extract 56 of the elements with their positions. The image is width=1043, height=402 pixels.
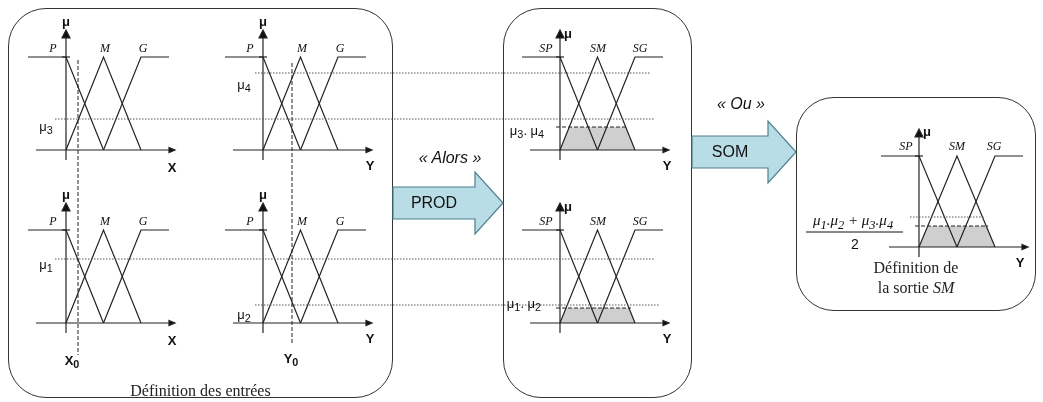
set-label: G — [138, 42, 148, 54]
axis-label: X — [167, 333, 177, 347]
axis-label: μ — [259, 187, 267, 201]
set-label: M — [100, 215, 110, 227]
panel — [8, 8, 393, 398]
axis-label: Y — [365, 331, 375, 345]
panel-caption: Définition des entrées — [129, 381, 272, 401]
set-label: M — [297, 42, 307, 54]
edge-label: PROD — [410, 195, 458, 211]
axis-label: μ — [923, 124, 931, 138]
set-label: SP — [539, 215, 553, 227]
set-label: SP — [899, 140, 913, 152]
panel-caption: Définition de la sortie SM — [872, 258, 960, 298]
axis-label: Y — [662, 331, 672, 345]
set-label: P — [246, 215, 254, 227]
set-label: M — [297, 215, 307, 227]
axis-label: Y$_{0}$ — [283, 351, 299, 369]
set-label: SG — [632, 42, 648, 54]
axis-label: X — [167, 160, 177, 174]
set-label: SM — [590, 42, 606, 54]
panel — [796, 97, 1036, 311]
set-label: G — [138, 215, 148, 227]
set-label: SM — [590, 215, 606, 227]
set-label: SG — [986, 140, 1002, 152]
membership-value: μ$_{1}$. μ$_{2}$ — [506, 296, 542, 314]
block-arrow — [691, 119, 797, 185]
block-arrow — [392, 170, 504, 236]
edge-label: SOM — [711, 144, 749, 160]
set-label: SP — [539, 42, 553, 54]
set-label: G — [335, 42, 345, 54]
panel — [503, 8, 692, 398]
axis-label: μ — [564, 26, 572, 40]
formula-numerator: μ$_{1}$.μ$_{2}$ + μ$_{3}$.μ$_{4}$ — [812, 212, 894, 232]
set-label: SG — [632, 215, 648, 227]
set-label: P — [49, 215, 57, 227]
set-label: P — [49, 42, 57, 54]
axis-label: X$_{0}$ — [64, 353, 80, 371]
axis-label: μ — [259, 14, 267, 28]
axis-label: Y — [1015, 255, 1025, 269]
formula-denominator: 2 — [851, 237, 859, 251]
membership-value: μ$_{4}$ — [237, 77, 251, 95]
axis-label: μ — [62, 187, 70, 201]
set-label: P — [246, 42, 254, 54]
set-label: SM — [949, 140, 965, 152]
membership-value: μ$_{3}$. μ$_{4}$ — [509, 123, 545, 141]
axis-label: Y — [662, 158, 672, 172]
membership-value: μ$_{2}$ — [237, 307, 251, 325]
set-label: G — [335, 215, 345, 227]
rule-word: « Alors » — [418, 150, 482, 166]
axis-label: μ — [564, 199, 572, 213]
rule-word: « Ou » — [717, 96, 765, 112]
membership-value: μ$_{3}$ — [39, 119, 53, 137]
membership-value: μ$_{1}$ — [39, 257, 53, 275]
set-label: M — [100, 42, 110, 54]
axis-label: μ — [62, 14, 70, 28]
axis-label: Y — [365, 158, 375, 172]
